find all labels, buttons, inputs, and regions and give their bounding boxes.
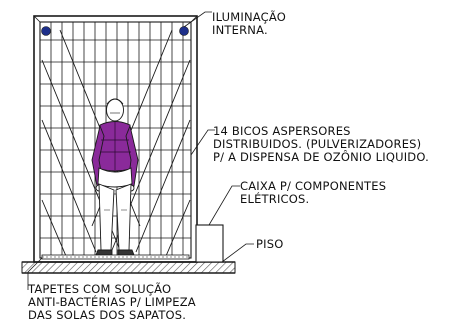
floor-slab (21, 261, 236, 274)
lighting-label-line-1: ILUMINAÇÃO (212, 9, 286, 24)
sprinklers-label-line-2: DISTRIBUIDOS. (PULVERIZADORES) (213, 137, 421, 151)
person-figure (91, 98, 139, 256)
mats-label-line-2: ANTI-BACTÉRIAS P/ LIMPEZA (28, 294, 196, 309)
lamp-left-icon (41, 26, 51, 36)
electrical-box (195, 224, 224, 263)
mats-label-line-1: TAPETES COM SOLUÇÃO (27, 281, 171, 296)
cleaning-mats (41, 254, 190, 260)
floor-label-line-1: PISO (256, 237, 283, 251)
sprinklers-label-line-1: 14 BICOS ASPERSORES (213, 124, 351, 138)
sprinklers-label-line-3: P/ A DISPENSA DE OZÔNIO LIQUIDO. (213, 149, 429, 164)
light-fixtures (41, 26, 189, 36)
lighting-label-line-2: INTERNA. (212, 23, 268, 37)
electrical-box-label: CAIXA P/ COMPONENTES ELÉTRICOS. (240, 179, 386, 206)
lighting-label: ILUMINAÇÃO INTERNA. (212, 9, 286, 37)
electrical-box-label-line-2: ELÉTRICOS. (240, 191, 309, 206)
lamp-right-icon (179, 26, 189, 36)
floor-label: PISO (256, 237, 283, 251)
leader-lines (27, 11, 254, 290)
sprinklers-label: 14 BICOS ASPERSORES DISTRIBUIDOS. (PULVE… (213, 124, 429, 164)
electrical-box-label-line-1: CAIXA P/ COMPONENTES (240, 179, 386, 193)
mats-label-line-3: DAS SOLAS DOS SAPATOS. (28, 308, 186, 322)
mats-label: TAPETES COM SOLUÇÃO ANTI-BACTÉRIAS P/ LI… (27, 281, 196, 322)
